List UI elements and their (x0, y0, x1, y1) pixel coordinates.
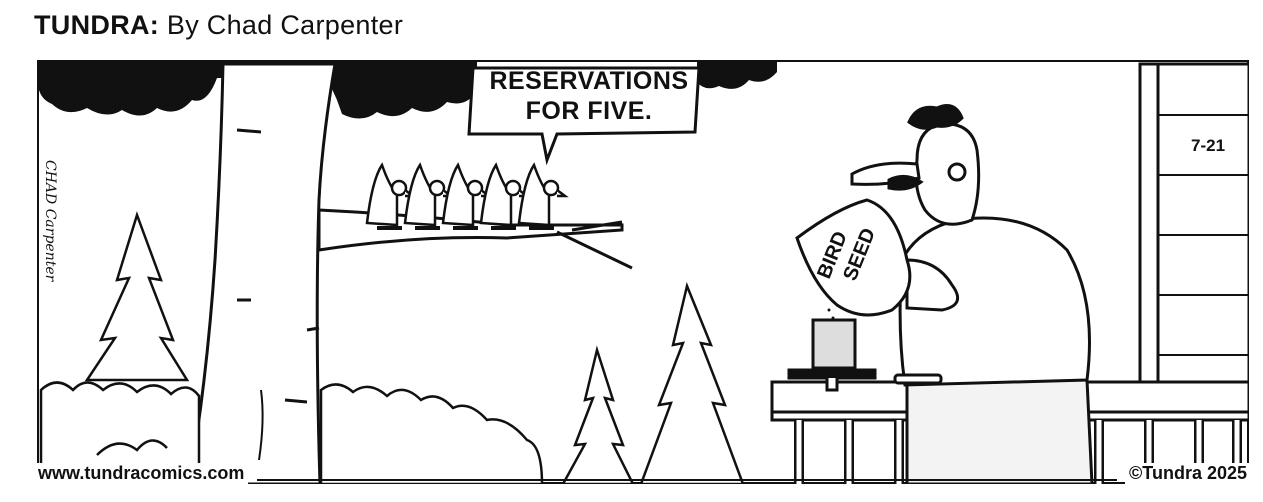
bird-2 (403, 162, 455, 230)
pine-trees-middle (561, 281, 745, 484)
tree-trunk (187, 62, 337, 484)
copyright-notice: ©Tundra 2025 (1125, 463, 1249, 484)
bird-seed-bag: BIRD SEED (795, 198, 912, 317)
speech-bubble-text: RESERVATIONS FOR FIVE. (478, 66, 700, 126)
speech-bubble (467, 66, 701, 166)
tree-canopy (39, 62, 777, 119)
comic-title: TUNDRA: By Chad Carpenter (34, 10, 403, 41)
date-label: 7-21 (1191, 136, 1226, 155)
bushes-left (39, 381, 201, 484)
bird-feeder (787, 318, 943, 392)
bird-1 (365, 162, 417, 230)
speech-line-2: FOR FIVE. (525, 97, 653, 125)
bird-4 (479, 162, 531, 230)
comic-panel: BIRD SEED (37, 60, 1249, 484)
website-link[interactable]: www.tundracomics.com (36, 463, 249, 484)
birds (365, 162, 569, 230)
bird-5 (517, 162, 569, 230)
artist-signature: CHAD Carpenter (42, 160, 58, 282)
speech-line-1: RESERVATIONS (489, 67, 689, 95)
byline: By Chad Carpenter (166, 10, 404, 40)
bushes-middle (319, 383, 544, 484)
pine-tree-left (84, 211, 190, 382)
man (850, 104, 1094, 484)
strip-name: TUNDRA: (34, 10, 160, 40)
